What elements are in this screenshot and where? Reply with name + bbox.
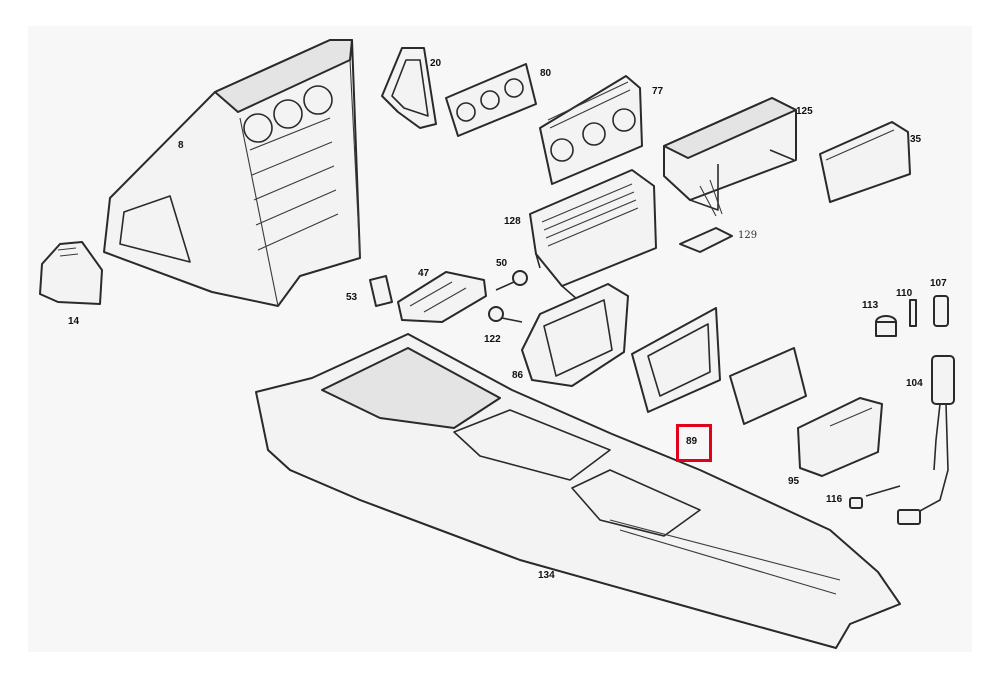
part-95-storage-box xyxy=(797,397,883,477)
callout-35[interactable]: 35 xyxy=(910,134,922,145)
callout-125[interactable]: 125 xyxy=(796,106,813,117)
part-110-pin xyxy=(909,299,917,327)
part-134-center-console xyxy=(255,333,901,649)
part-129-clip xyxy=(679,227,733,253)
callout-50[interactable]: 50 xyxy=(496,258,508,269)
callout-129[interactable]: 129 xyxy=(738,230,758,241)
part-20-bezel-frame xyxy=(381,47,437,129)
callout-95[interactable]: 95 xyxy=(788,476,800,487)
callout-113[interactable]: 113 xyxy=(862,300,879,311)
part-113-bushing xyxy=(875,315,897,337)
part-47-bracket xyxy=(397,271,487,323)
part-14-corner-cap xyxy=(39,241,103,305)
callout-53[interactable]: 53 xyxy=(346,292,358,303)
callout-107[interactable]: 107 xyxy=(930,278,947,289)
callout-116[interactable]: 116 xyxy=(826,494,843,505)
part-8-side-panel xyxy=(103,39,361,307)
callout-110[interactable]: 110 xyxy=(896,288,913,299)
callout-14[interactable]: 14 xyxy=(68,316,80,327)
part-77-control-unit xyxy=(539,75,643,185)
part-89-trim-frame xyxy=(631,307,721,413)
callout-20[interactable]: 20 xyxy=(430,58,442,69)
part-35-cover xyxy=(819,121,911,203)
highlight-box-89 xyxy=(676,424,712,462)
callout-134[interactable]: 134 xyxy=(538,570,555,581)
part-128-grille-frame xyxy=(529,169,657,301)
part-86-display-frame xyxy=(521,283,629,387)
part-125-tray-housing xyxy=(663,97,797,217)
part-104-lighter-socket xyxy=(897,355,955,525)
part-53-clip xyxy=(369,275,393,307)
callout-104[interactable]: 104 xyxy=(906,378,923,389)
callout-122[interactable]: 122 xyxy=(484,334,501,345)
part-122-screw xyxy=(488,306,523,323)
part-50-screw xyxy=(495,270,528,291)
part-107-socket xyxy=(933,295,949,327)
part-89-insert-panel xyxy=(729,347,807,425)
callout-128[interactable]: 128 xyxy=(504,216,521,227)
callout-8[interactable]: 8 xyxy=(178,140,184,151)
callout-47[interactable]: 47 xyxy=(418,268,430,279)
part-116-bulb xyxy=(849,485,901,509)
part-80-switch-panel xyxy=(445,63,537,137)
callout-80[interactable]: 80 xyxy=(540,68,552,79)
callout-77[interactable]: 77 xyxy=(652,86,664,97)
callout-86[interactable]: 86 xyxy=(512,370,524,381)
callout-89[interactable]: 89 xyxy=(686,436,698,447)
